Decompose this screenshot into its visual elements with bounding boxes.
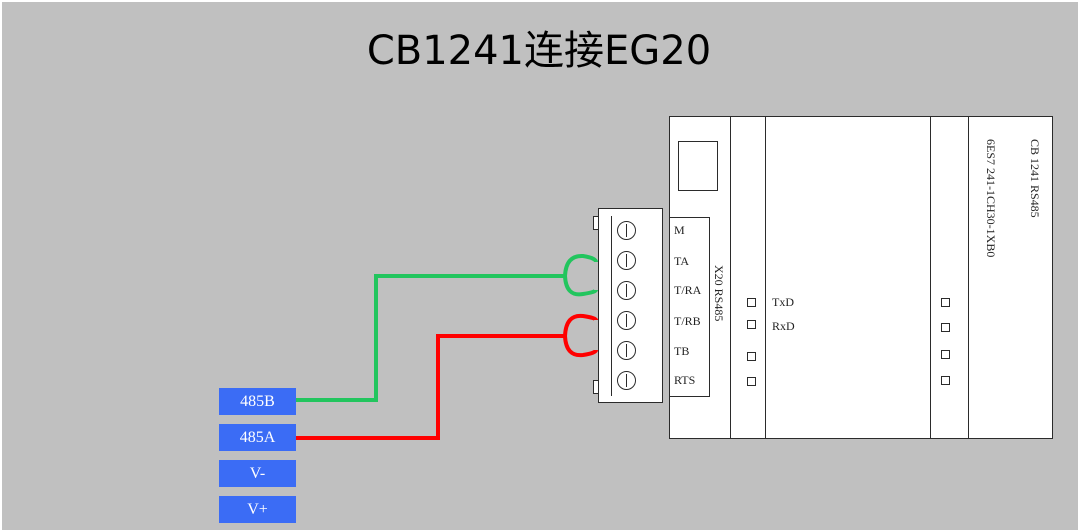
led-indicator	[747, 377, 756, 386]
pin-label-trb: T/RB	[674, 314, 701, 328]
module-divider	[930, 117, 931, 438]
wire-485b	[296, 253, 598, 402]
screw-icon	[617, 251, 636, 270]
led-indicator	[941, 323, 950, 332]
screw-icon	[617, 341, 636, 360]
screw-icon	[617, 311, 636, 330]
module-divider	[968, 117, 969, 438]
led-indicator	[747, 352, 756, 361]
led-indicator	[941, 350, 950, 359]
plug-body	[598, 208, 663, 403]
pin-label-rts: RTS	[674, 373, 696, 387]
pin-label-tra: T/RA	[674, 283, 702, 297]
plug-latch	[593, 216, 599, 230]
led-indicator	[941, 298, 950, 307]
led-label-txd: TxD	[772, 295, 794, 309]
terminal-plug	[593, 208, 669, 403]
led-indicator	[941, 376, 950, 385]
screw-icon	[617, 281, 636, 300]
screw-icon	[617, 221, 636, 240]
screw-icon	[617, 371, 636, 390]
pin-label-m: M	[674, 223, 685, 237]
pin-label-strip	[670, 217, 710, 397]
led-label-rxd: RxD	[772, 319, 795, 333]
terminal-485b: 485B	[219, 388, 296, 415]
module-window	[678, 141, 718, 191]
module-divider	[765, 117, 766, 438]
diagram-title: CB1241连接EG20	[366, 28, 712, 74]
cb1241-module: TxD RxD CB 1241 RS485 6ES7 241-1CH30-1XB…	[669, 116, 1053, 439]
plug-latch	[593, 380, 599, 394]
led-indicator	[747, 320, 756, 329]
led-indicator	[747, 298, 756, 307]
terminal-v-minus: V-	[219, 460, 296, 487]
terminal-485a: 485A	[219, 424, 296, 451]
pin-label-tb: TB	[674, 344, 690, 358]
module-divider	[730, 117, 731, 438]
pin-label-ta: TA	[674, 254, 690, 268]
wire-485a	[296, 313, 598, 440]
terminal-v-plus: V+	[219, 496, 296, 523]
plug-divider	[611, 216, 612, 396]
